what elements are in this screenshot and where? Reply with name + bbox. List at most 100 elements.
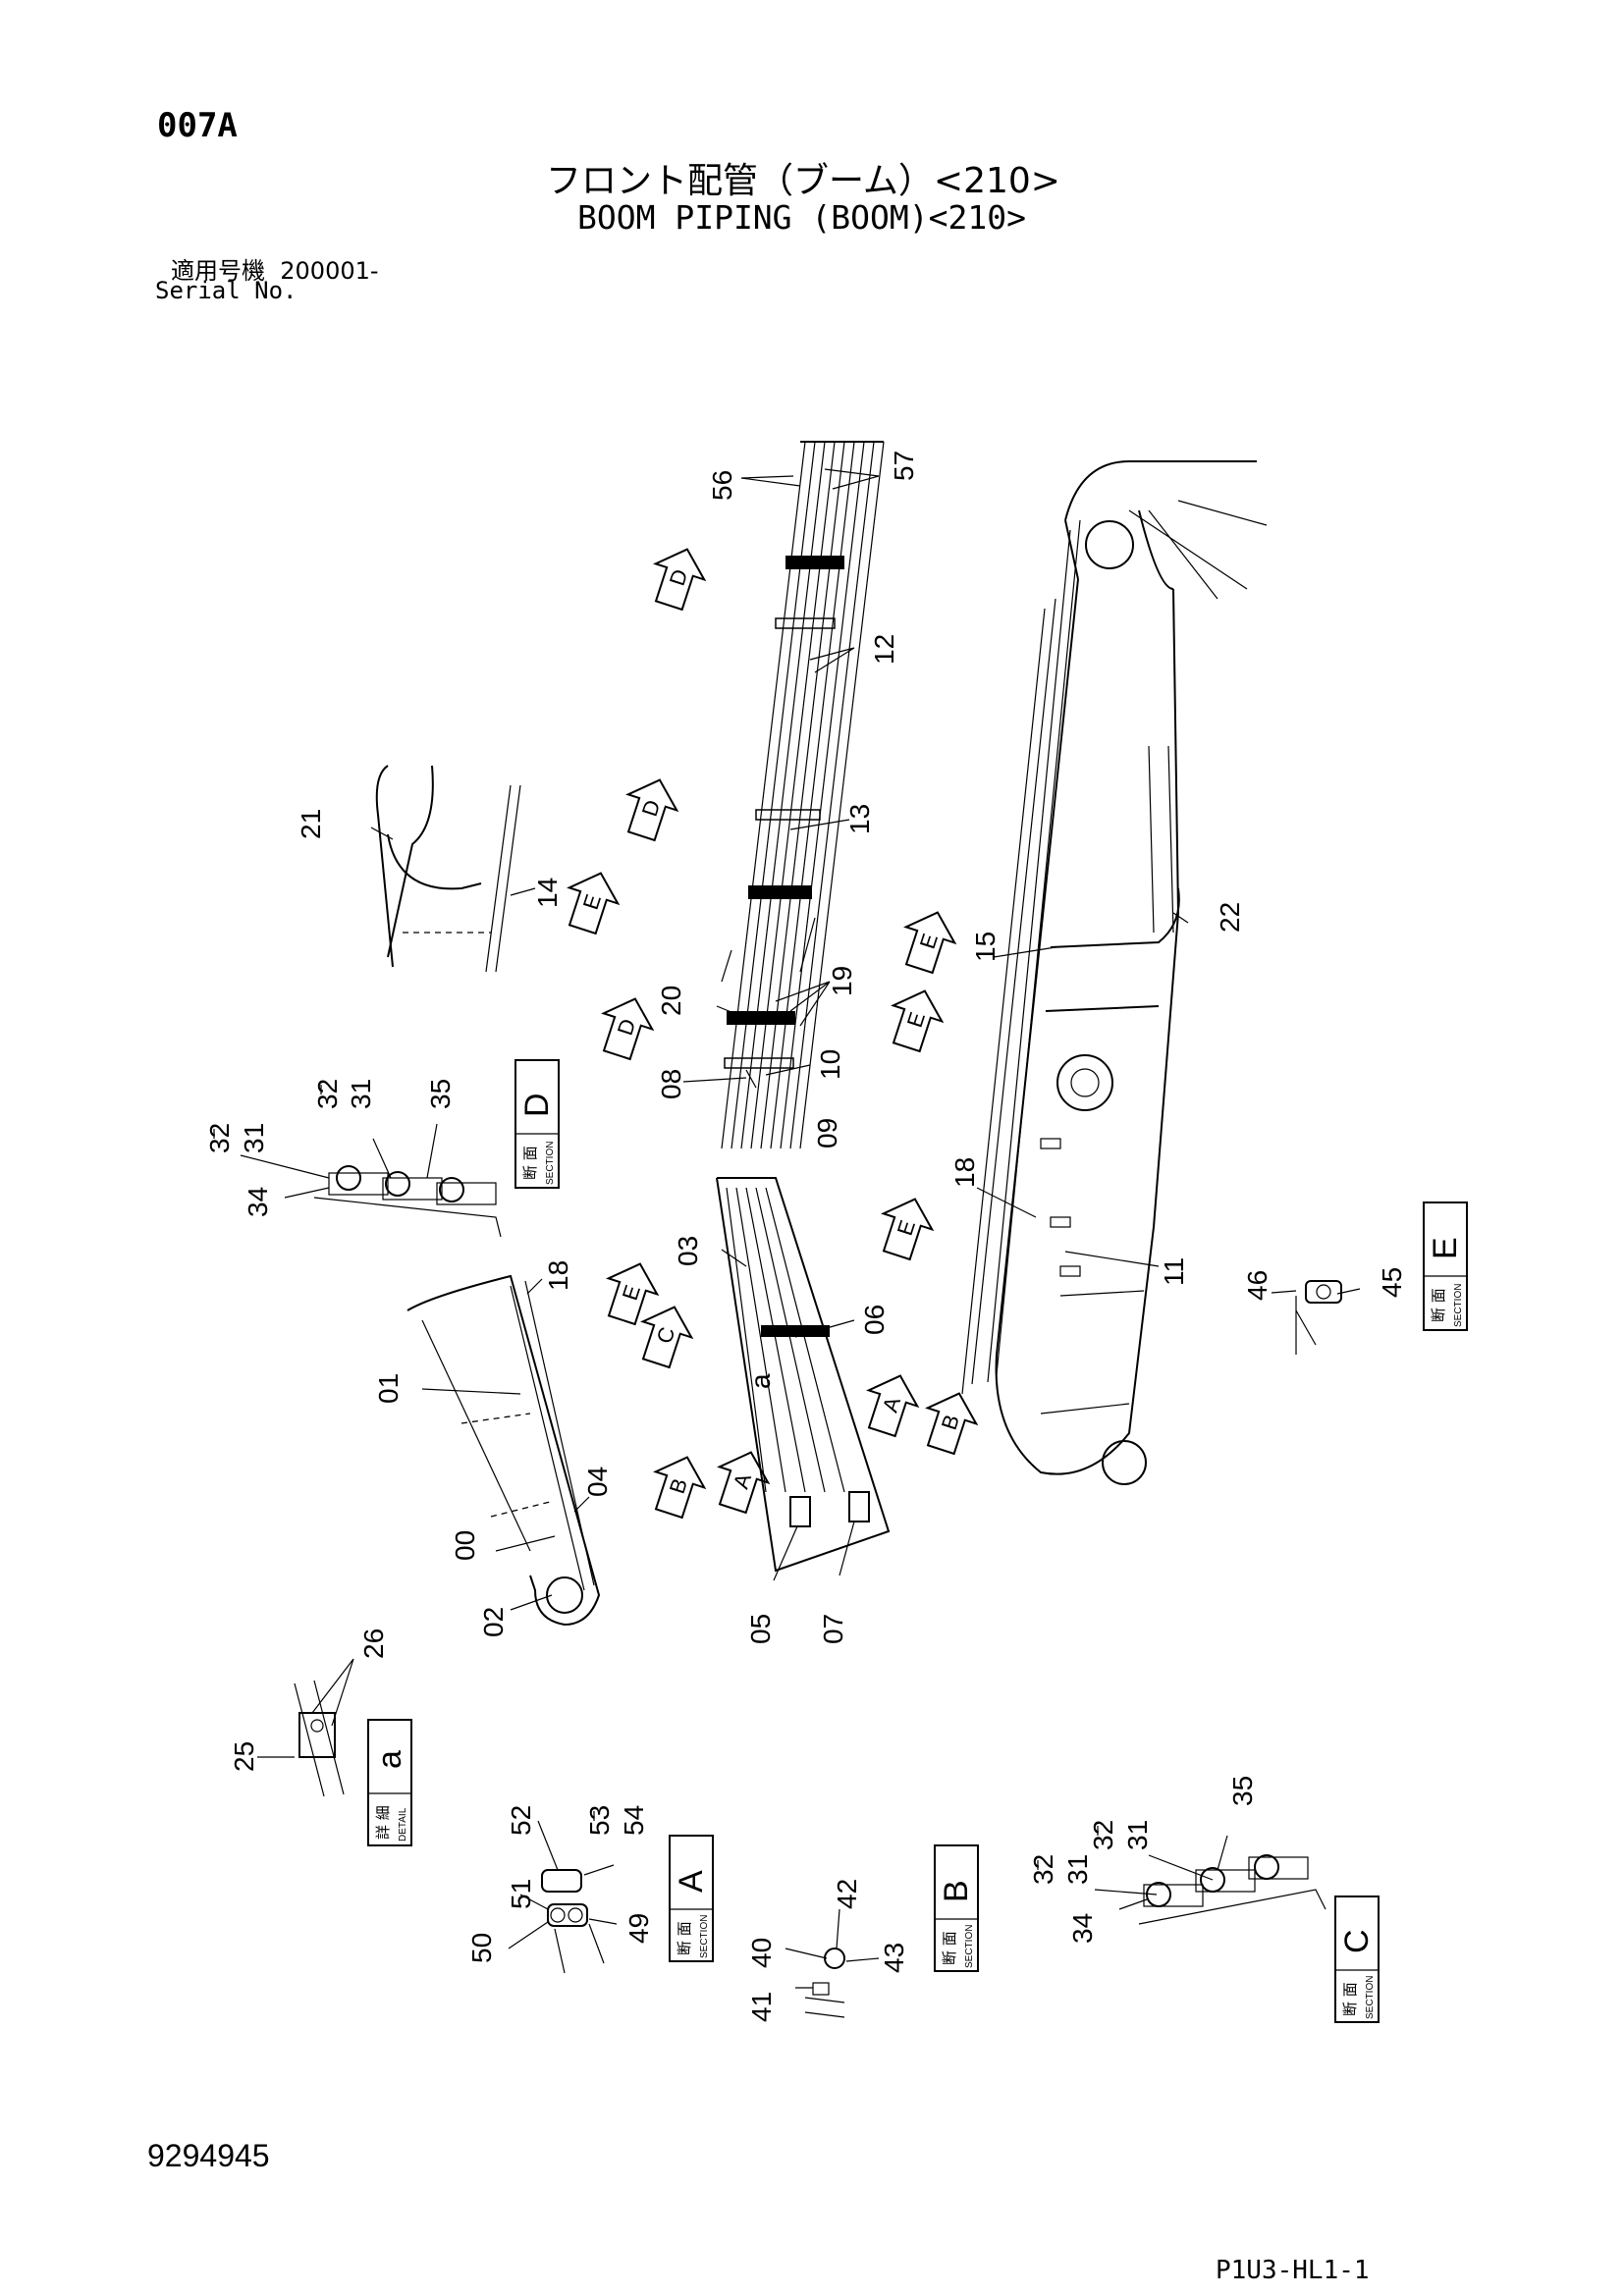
callout: 11	[1159, 1257, 1189, 1286]
callout: 41	[746, 1992, 777, 2022]
callout: 10	[815, 1049, 845, 1080]
callout: 09	[812, 1118, 842, 1148]
view-arrow: A	[866, 1374, 920, 1438]
callout: 57	[889, 451, 919, 481]
view-arrow: B	[653, 1456, 707, 1520]
svg-text:詳 細: 詳 細	[374, 1805, 392, 1840]
view-arrow: D	[625, 778, 679, 842]
detail-a-sketch	[294, 1680, 345, 1797]
svg-text:断 面: 断 面	[676, 1921, 693, 1955]
section-box-a: A 断 面 SECTION	[669, 1835, 714, 1962]
callout: 01	[373, 1373, 404, 1404]
svg-text:A: A	[673, 1870, 710, 1893]
svg-text:A: A	[729, 1470, 756, 1492]
callout: 46	[1242, 1270, 1272, 1301]
svg-text:DETAIL: DETAIL	[398, 1807, 408, 1842]
serial-label-jp: 適用号機	[171, 257, 265, 285]
serial-label-en: Serial No.	[155, 277, 298, 304]
callout: 54	[619, 1805, 649, 1836]
callout: a	[745, 1373, 776, 1389]
callout: 32	[1028, 1854, 1058, 1885]
callout: 50	[466, 1933, 497, 1963]
svg-text:SECTION: SECTION	[964, 1925, 975, 1968]
callout: 13	[844, 804, 875, 834]
page-code: 007A	[157, 106, 238, 145]
callout-labels: 56 57 12 13 19 20 10 08 09 21 14 15 22 1…	[204, 451, 1407, 2022]
svg-text:B: B	[665, 1475, 692, 1497]
view-arrow: E	[881, 1198, 935, 1261]
view-arrow: D	[601, 997, 655, 1061]
callout: 03	[673, 1236, 703, 1266]
title-japanese: フロント配管（ブーム）<210>	[546, 161, 1060, 201]
pipe-bundle-lower	[716, 1177, 891, 1573]
callout: 07	[818, 1614, 848, 1644]
section-d-sketch	[313, 1165, 502, 1238]
detail-box-a: a 詳 細 DETAIL	[367, 1719, 412, 1846]
svg-text:a: a	[371, 1750, 408, 1769]
callout: 31	[239, 1123, 269, 1153]
callout: 42	[832, 1879, 862, 1909]
svg-text:E: E	[578, 891, 606, 913]
callout: 56	[707, 470, 737, 501]
view-arrow: D	[653, 548, 707, 612]
callout: 31	[346, 1079, 376, 1109]
svg-text:C: C	[652, 1324, 680, 1347]
callout: 20	[656, 986, 686, 1016]
callout: 43	[879, 1943, 909, 1973]
svg-text:断 面: 断 面	[521, 1146, 539, 1180]
view-arrow: B	[925, 1392, 979, 1456]
svg-text:B: B	[937, 1412, 964, 1433]
callout: 51	[506, 1879, 536, 1909]
callout: 34	[1067, 1913, 1098, 1944]
hose-detail-21	[375, 765, 521, 973]
drawing-code: P1U3-HL1-1	[1216, 2256, 1370, 2285]
svg-text:A: A	[878, 1394, 905, 1415]
callout: 18	[543, 1260, 573, 1291]
callout: 52	[506, 1805, 536, 1836]
boom-side-view	[961, 460, 1268, 1485]
callout: 04	[582, 1467, 613, 1497]
callout: 26	[358, 1629, 389, 1659]
section-box-c: C 断 面 SECTION	[1334, 1896, 1380, 2023]
callout: 25	[229, 1741, 259, 1772]
callout: 31	[1062, 1854, 1093, 1885]
section-box-e: E 断 面 SECTION	[1423, 1201, 1468, 1331]
callout: 45	[1377, 1267, 1407, 1298]
part-number: 9294945	[147, 2138, 270, 2173]
serial-label-row: 適用号機 200001-	[171, 251, 379, 286]
svg-text:SECTION: SECTION	[545, 1142, 556, 1185]
view-arrow: E	[891, 989, 945, 1053]
callout: 00	[450, 1530, 480, 1561]
callout: 18	[949, 1157, 980, 1188]
callout: 05	[745, 1614, 776, 1644]
serial-value: 200001-	[280, 257, 379, 285]
svg-text:E: E	[618, 1282, 645, 1304]
svg-text:E: E	[1427, 1237, 1464, 1259]
callout-dashes	[213, 1085, 1099, 1870]
svg-text:C: C	[1338, 1929, 1376, 1953]
callout: 19	[827, 966, 857, 996]
callout: 35	[425, 1079, 456, 1109]
section-a-sketch	[541, 1869, 605, 1974]
svg-text:E: E	[915, 931, 943, 952]
view-arrow: C	[640, 1306, 694, 1369]
view-arrow: E	[567, 872, 621, 935]
pipe-bundle-upper	[721, 441, 885, 1149]
svg-text:D: D	[518, 1093, 556, 1117]
callout: 53	[584, 1805, 615, 1836]
svg-text:断 面: 断 面	[1341, 1982, 1359, 2016]
section-box-d: D 断 面 SECTION	[514, 1059, 560, 1189]
svg-text:E: E	[893, 1217, 920, 1239]
svg-text:B: B	[938, 1880, 975, 1902]
callout: 49	[623, 1913, 654, 1944]
svg-text:E: E	[902, 1009, 930, 1031]
svg-text:D: D	[613, 1016, 641, 1039]
svg-text:D: D	[665, 566, 693, 589]
callout: 15	[970, 932, 1001, 962]
svg-text:SECTION: SECTION	[1453, 1284, 1464, 1327]
callout: 08	[656, 1069, 686, 1099]
svg-text:断 面: 断 面	[941, 1931, 958, 1965]
leader-lines	[240, 468, 1361, 1989]
callout: 02	[478, 1607, 509, 1637]
callout: 32	[312, 1079, 343, 1109]
